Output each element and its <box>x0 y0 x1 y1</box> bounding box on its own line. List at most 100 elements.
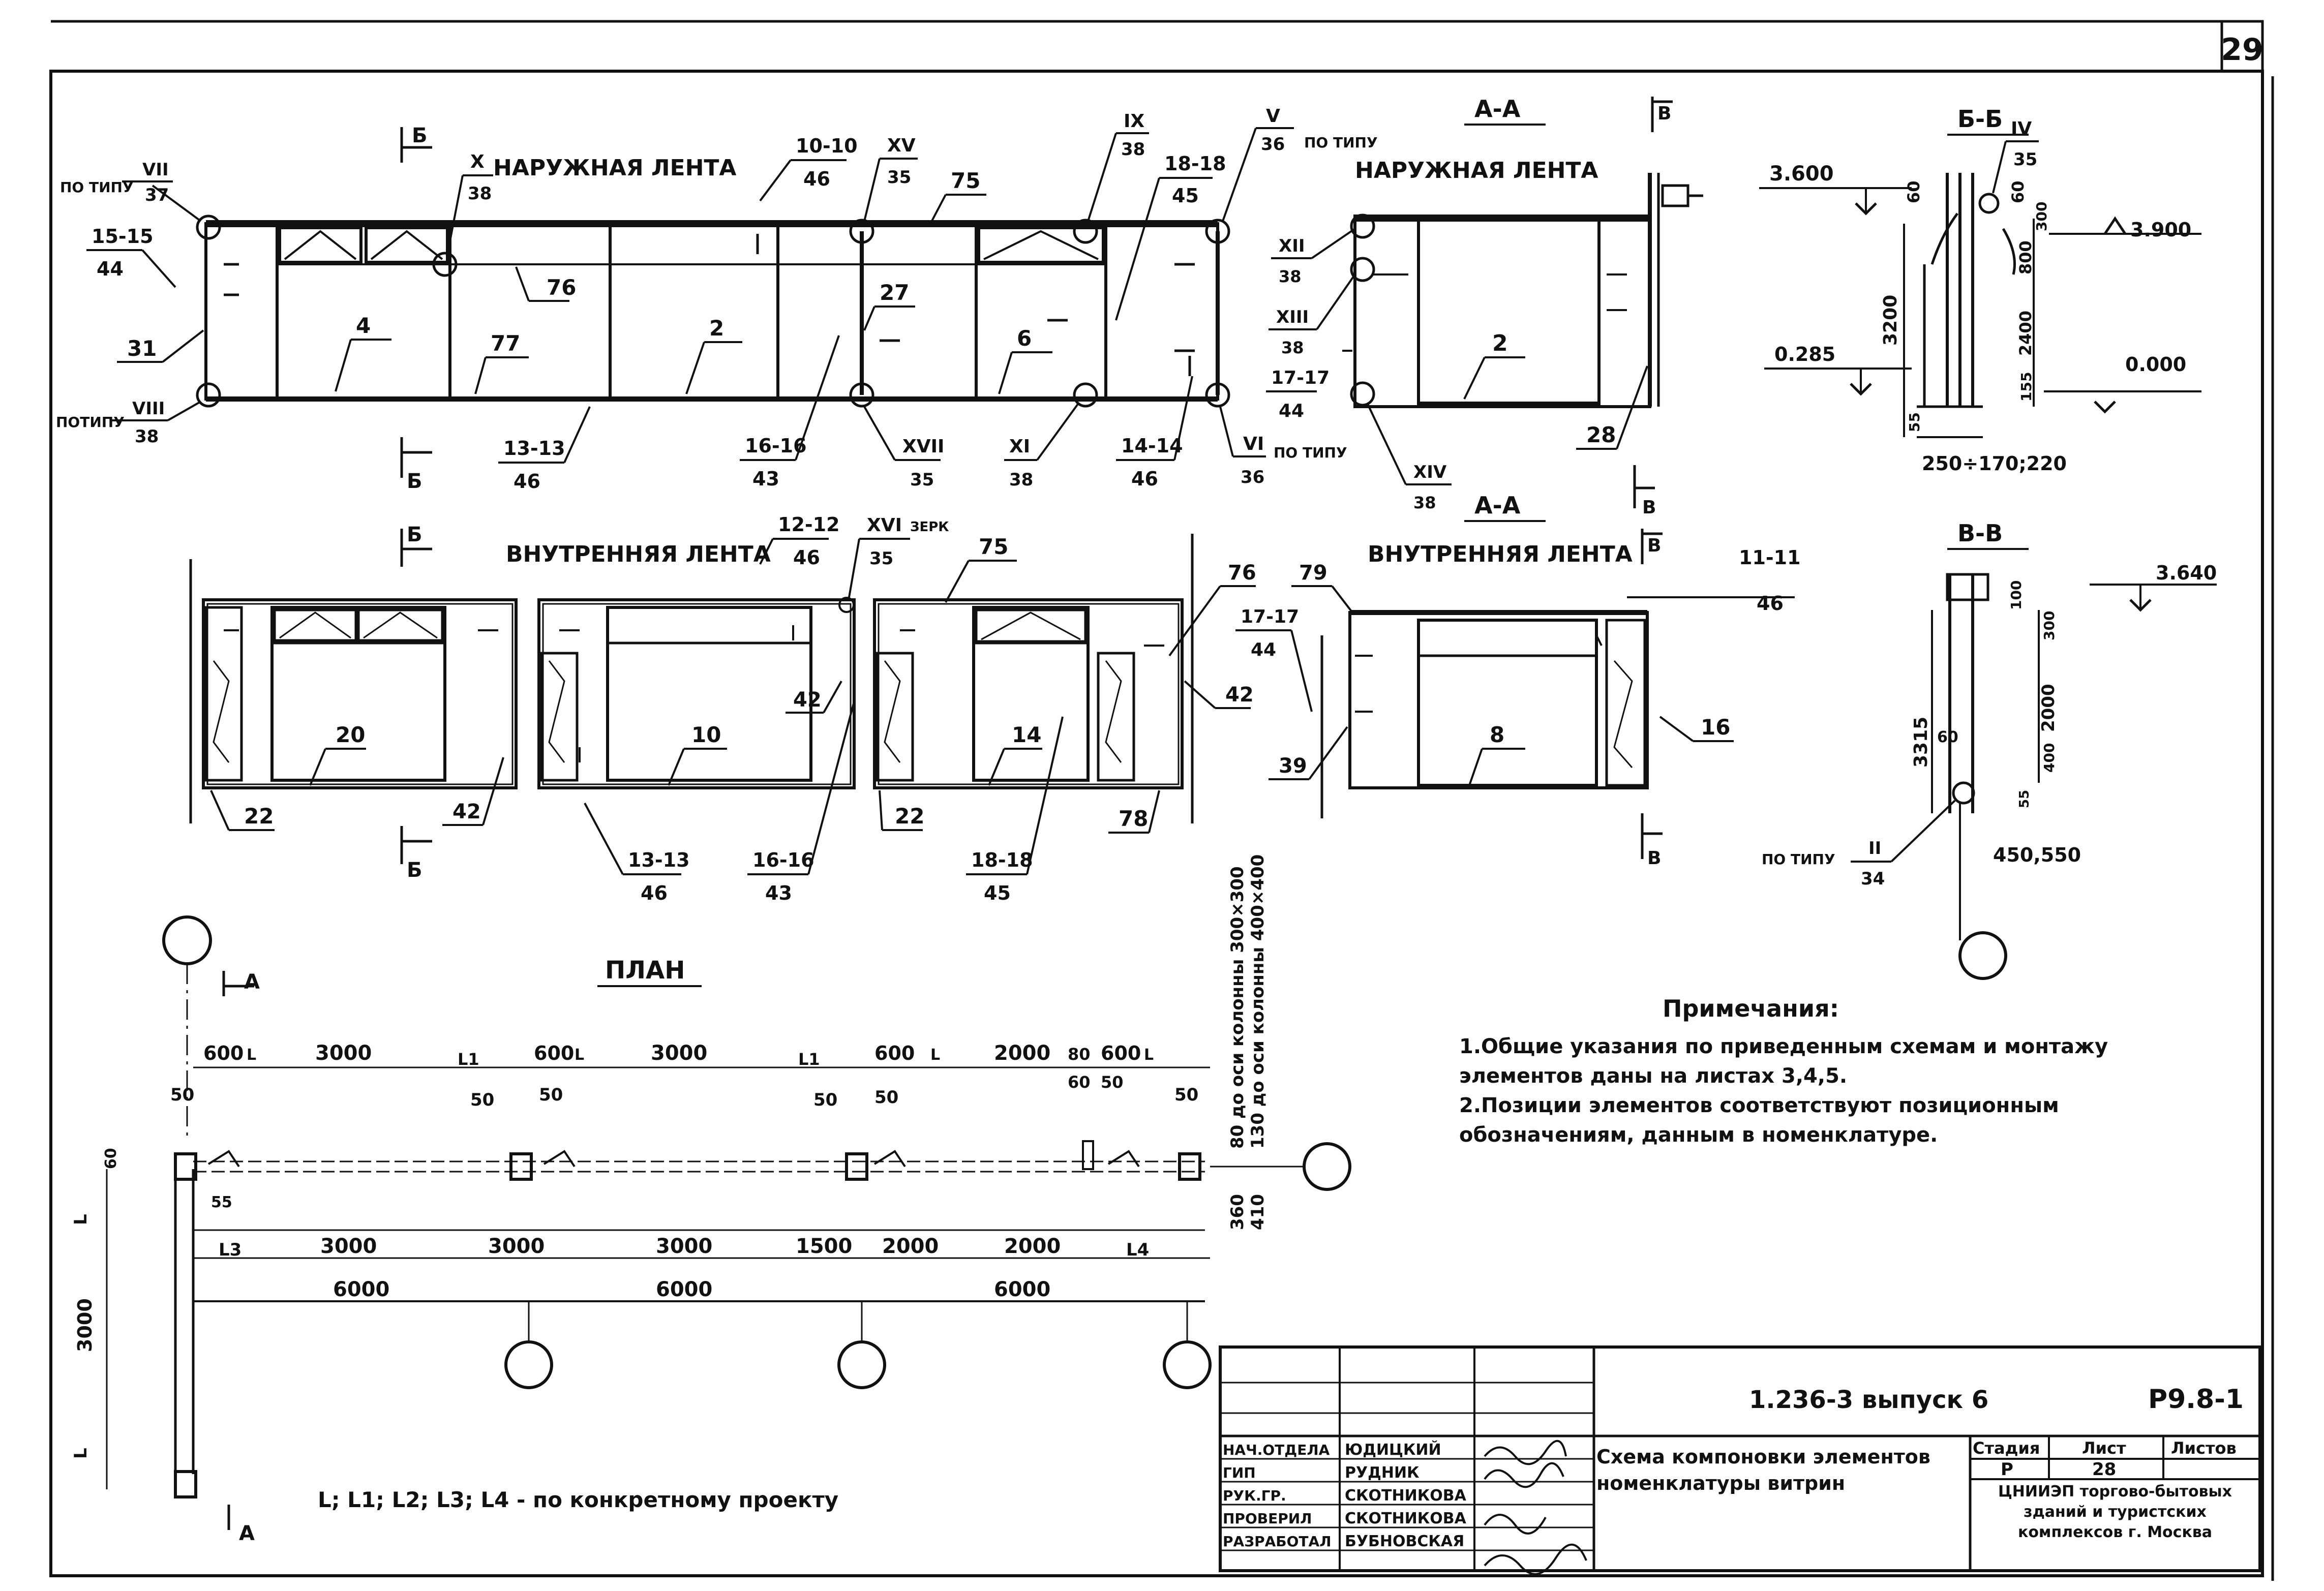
svg-text:L: L <box>1144 1046 1154 1064</box>
plan-legend: L; L1; L2; L3; L4 - по конкретному проек… <box>318 1487 838 1512</box>
svg-text:VIII: VIII <box>132 399 165 419</box>
svg-text:3.600: 3.600 <box>1769 162 1834 186</box>
section-ref-13-13-bottom: 13-13 46 <box>584 803 690 904</box>
svg-text:РУК.ГР.: РУК.ГР. <box>1223 1487 1286 1504</box>
svg-text:600: 600 <box>874 1042 915 1064</box>
svg-text:78: 78 <box>1119 806 1148 831</box>
svg-text:800: 800 <box>2016 240 2035 274</box>
svg-text:38: 38 <box>135 426 159 447</box>
notes-body: 1.Общие указания по приведенным схемам и… <box>1459 1035 2108 1147</box>
svg-text:ПОТИПУ: ПОТИПУ <box>56 414 125 431</box>
level-vv-top: 3.640 <box>2090 562 2217 612</box>
svg-text:IX: IX <box>1124 111 1144 132</box>
inner-strip-aa-heading: ВНУТРЕННЯЯ ЛЕНТА <box>1368 541 1633 567</box>
svg-text:50: 50 <box>470 1090 494 1110</box>
svg-text:50: 50 <box>813 1090 837 1110</box>
svg-text:38: 38 <box>1279 267 1302 286</box>
svg-text:L1: L1 <box>798 1050 820 1069</box>
plan-dims-row2: L3 3000 3000 3000 1500 2000 2000 L4 <box>219 1235 1149 1260</box>
svg-text:10-10: 10-10 <box>796 135 858 157</box>
svg-text:XII: XII <box>1279 236 1305 256</box>
svg-text:ПРОВЕРИЛ: ПРОВЕРИЛ <box>1223 1510 1312 1527</box>
plan-drawing <box>106 1066 1351 1498</box>
svg-text:130 до оси колонны 400×400: 130 до оси колонны 400×400 <box>1248 854 1268 1149</box>
svg-text:35: 35 <box>869 548 893 569</box>
title-block <box>1219 1345 2261 1572</box>
cut-v-mid-label: В <box>1642 497 1656 518</box>
svg-text:46: 46 <box>1131 468 1158 490</box>
svg-text:75: 75 <box>951 168 980 193</box>
svg-text:13-13: 13-13 <box>503 437 565 460</box>
svg-text:14-14: 14-14 <box>1121 435 1183 457</box>
svg-text:46: 46 <box>1757 592 1784 615</box>
cut-b-bottom-label: Б <box>407 470 422 493</box>
svg-text:55: 55 <box>1906 412 1923 432</box>
svg-text:60: 60 <box>1904 180 1923 203</box>
svg-text:V: V <box>1266 106 1280 127</box>
svg-text:42: 42 <box>793 688 822 712</box>
svg-text:ПО ТИПУ: ПО ТИПУ <box>1762 851 1835 868</box>
svg-text:38: 38 <box>1413 493 1436 512</box>
section-vv-title: В-В <box>1957 519 2003 547</box>
svg-text:0.285: 0.285 <box>1774 343 1835 365</box>
svg-text:2: 2 <box>1492 330 1508 356</box>
svg-text:ГИП: ГИП <box>1223 1464 1256 1481</box>
node-ref-xiii: XIII 38 <box>1269 273 1356 357</box>
cut-b-low-label: Б <box>407 859 422 882</box>
signature-2 <box>1484 1462 1564 1488</box>
signature-3 <box>1484 1514 1547 1535</box>
sheets-label: Листов <box>2171 1439 2237 1458</box>
svg-text:17-17: 17-17 <box>1271 368 1330 388</box>
inner-strip-elevation <box>202 597 1184 789</box>
svg-text:3200: 3200 <box>1880 295 1901 346</box>
note-item-2: 2.Позиции элементов соответствуют позици… <box>1459 1094 2059 1147</box>
svg-text:45: 45 <box>984 882 1011 904</box>
svg-text:13-13: 13-13 <box>628 849 690 871</box>
section-bb-title: Б-Б <box>1957 105 2003 133</box>
inner-strip-heading: ВНУТРЕННЯЯ ЛЕНТА <box>506 541 771 567</box>
svg-text:28: 28 <box>1586 422 1616 447</box>
svg-text:16-16: 16-16 <box>752 849 814 871</box>
svg-text:L: L <box>71 1448 91 1459</box>
svg-text:РАЗРАБОТАЛ: РАЗРАБОТАЛ <box>1223 1533 1331 1550</box>
svg-text:2000: 2000 <box>2038 684 2059 732</box>
node-ref-xiv: XIV 38 <box>1367 404 1452 512</box>
outer-strip-heading: НАРУЖНАЯ ЛЕНТА <box>493 155 736 181</box>
node-ref-viii: ПОТИПУ VIII 38 <box>56 399 201 447</box>
svg-text:18-18: 18-18 <box>971 849 1033 871</box>
svg-text:СКОТНИКОВА: СКОТНИКОВА <box>1345 1510 1467 1527</box>
svg-text:60: 60 <box>1937 728 1958 746</box>
svg-text:300: 300 <box>2041 611 2058 640</box>
svg-text:ЮДИЦКИЙ: ЮДИЦКИЙ <box>1345 1441 1441 1459</box>
cut-b-top-label: Б <box>412 124 428 147</box>
svg-text:50: 50 <box>1174 1085 1198 1105</box>
organization: ЦНИИЭП торгово-бытовых зданий и туристск… <box>1998 1483 2232 1541</box>
outer-strip-aa-heading: НАРУЖНАЯ ЛЕНТА <box>1355 158 1598 183</box>
svg-text:3000: 3000 <box>656 1235 712 1258</box>
svg-text:3000: 3000 <box>320 1235 377 1258</box>
section-ref-14-14: 14-14 46 <box>1116 376 1193 490</box>
svg-text:35: 35 <box>910 470 934 490</box>
plan-dims-row3: 6000 6000 6000 <box>333 1278 1050 1301</box>
position-labels-aa-outer: 2 28 <box>1463 330 1648 450</box>
svg-text:2: 2 <box>709 316 724 341</box>
svg-text:600: 600 <box>203 1042 244 1064</box>
svg-text:16-16: 16-16 <box>745 435 807 457</box>
svg-text:3000: 3000 <box>488 1235 545 1258</box>
svg-text:VI: VI <box>1243 434 1264 454</box>
svg-text:44: 44 <box>1279 401 1304 421</box>
svg-text:35: 35 <box>2013 149 2037 170</box>
svg-text:600: 600 <box>534 1042 574 1064</box>
cut-v-top-label: В <box>1657 103 1671 124</box>
section-ref-16-16-top: 16-16 43 <box>740 335 840 490</box>
node-ref-xv: XV 35 <box>863 135 918 222</box>
plan-dims-left: L 3000 L 60 55 <box>71 1148 232 1459</box>
svg-text:ПО ТИПУ: ПО ТИПУ <box>60 179 134 196</box>
svg-text:3.900: 3.900 <box>2130 219 2191 241</box>
level-bb-left: 0.285 <box>1764 343 1912 396</box>
node-ref-xi: XI 38 <box>1004 403 1079 490</box>
svg-text:43: 43 <box>752 468 779 490</box>
svg-text:45: 45 <box>1172 185 1199 207</box>
sheet-number-box <box>2220 20 2264 73</box>
plan-dims-right-vertical: 80 до оси колонны 300×300 130 до оси кол… <box>1227 854 1268 1230</box>
